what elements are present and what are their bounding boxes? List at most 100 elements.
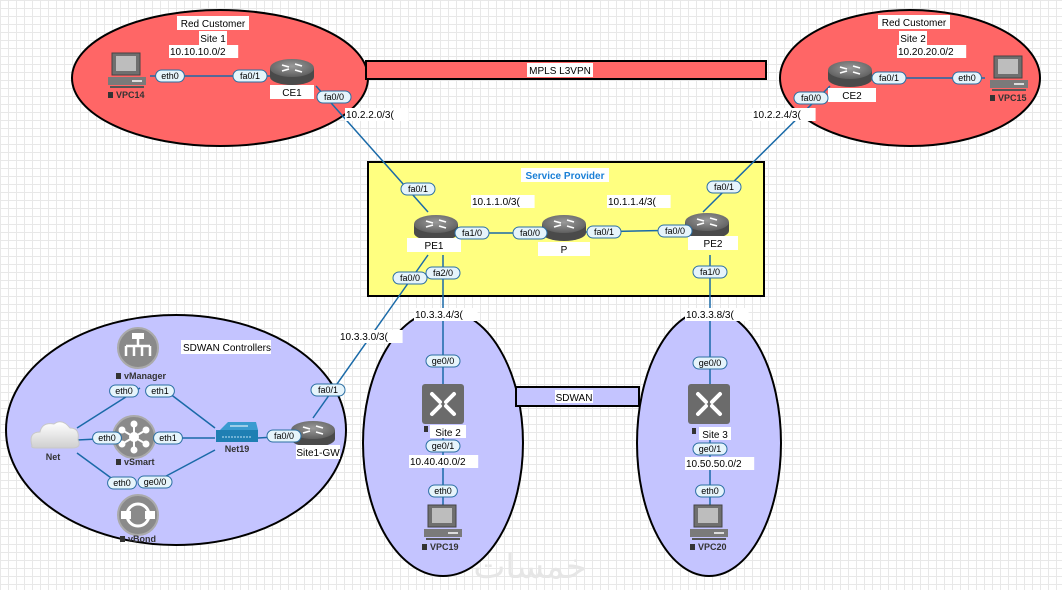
svg-text:eth1: eth1 (159, 433, 177, 443)
port-vsmart-eth1[interactable]: eth1 (153, 431, 183, 445)
port-vbond-ge00[interactable]: ge0/0 (137, 475, 173, 489)
site1gw-node[interactable]: Site1-GW (291, 421, 340, 459)
svg-text:fa0/0: fa0/0 (324, 92, 344, 102)
svg-text:fa2/0: fa2/0 (433, 268, 453, 278)
subnet-label: 10.3.3.8/3( (685, 308, 749, 321)
svg-text:fa0/0: fa0/0 (801, 93, 821, 103)
router-icon (828, 61, 872, 87)
vpc19-node[interactable]: VPC19 (422, 504, 462, 552)
svg-text:fa0/1: fa0/1 (408, 184, 428, 194)
svg-text:10.3.3.8/3(: 10.3.3.8/3( (686, 310, 734, 321)
vpc20-node[interactable]: VPC20 (690, 504, 728, 552)
port-site3-ge00[interactable]: ge0/0 (692, 356, 728, 370)
vedge-icon (422, 384, 464, 424)
port-p-fa00[interactable]: fa0/0 (512, 226, 548, 240)
site3-label: Site 3 (702, 430, 728, 441)
subnet-label: 10.2.2.4/3( (752, 108, 816, 121)
svg-text:10.10.10.0/2: 10.10.10.0/2 (170, 47, 226, 58)
pe2-node[interactable]: PE2 (685, 213, 738, 250)
ce2-node[interactable]: CE2 (828, 61, 876, 102)
vmanager-node[interactable]: vManager (116, 327, 167, 381)
svg-text:ge0/1: ge0/1 (432, 441, 455, 451)
port-ce2-fa00[interactable]: fa0/0 (793, 91, 829, 105)
svg-text:10.1.1.4/3(: 10.1.1.4/3( (608, 197, 656, 208)
vmanager-label: vManager (124, 371, 167, 381)
port-site2-ge00[interactable]: ge0/0 (425, 354, 461, 368)
link-vmanager-net19 (164, 389, 216, 429)
pc-icon (690, 504, 728, 540)
site2-node[interactable]: Site 2 (422, 384, 466, 439)
pe2-label: PE2 (704, 239, 723, 250)
port-pe1-fa01[interactable]: fa0/1 (400, 182, 436, 196)
svg-text:fa0/0: fa0/0 (400, 273, 420, 283)
mpls-banner-label: MPLS L3VPN (529, 66, 591, 77)
subnet-label: 10.10.10.0/2 (169, 45, 239, 58)
red-site2-subtitle: Site 2 (900, 34, 926, 45)
port-ce1-fa00[interactable]: fa0/0 (316, 90, 352, 104)
red-site2-title: Red Customer (882, 18, 947, 29)
port-site2-ge01[interactable]: ge0/1 (425, 439, 461, 453)
ce1-node[interactable]: CE1 (270, 59, 314, 99)
site3-node[interactable]: Site 3 (688, 384, 731, 441)
port-vpc19-eth0[interactable]: eth0 (428, 484, 458, 498)
net-node[interactable]: Net (30, 421, 80, 462)
svg-text:eth0: eth0 (115, 386, 133, 396)
net19-node[interactable]: Net19 (216, 422, 258, 454)
svg-text:10.50.50.0/2: 10.50.50.0/2 (686, 459, 742, 470)
port-site3-ge01[interactable]: ge0/1 (692, 442, 728, 456)
port-pe1-fa10[interactable]: fa1/0 (454, 226, 490, 240)
svg-text:10.2.2.4/3(: 10.2.2.4/3( (753, 110, 801, 121)
port-pe1-fa20[interactable]: fa2/0 (425, 266, 461, 280)
subnet-label: 10.1.1.4/3( (607, 195, 671, 208)
svg-text:fa0/1: fa0/1 (594, 227, 614, 237)
port-vmanager-eth1[interactable]: eth1 (145, 384, 175, 398)
port-vpc20-eth0[interactable]: eth0 (695, 484, 725, 498)
router-icon (542, 215, 586, 241)
port-vpc14-eth0[interactable]: eth0 (155, 69, 185, 83)
cloud-icon (30, 421, 80, 449)
vedge-icon (688, 384, 730, 424)
svg-text:eth0: eth0 (161, 71, 179, 81)
subnet-label: 10.3.3.4/3( (414, 308, 478, 321)
port-vsmart-eth0[interactable]: eth0 (92, 431, 122, 445)
net-label: Net (46, 452, 61, 462)
port-gw-fa00[interactable]: fa0/0 (266, 429, 302, 443)
vbond-label: vBond (128, 534, 156, 544)
svg-text:fa0/0: fa0/0 (520, 228, 540, 238)
svg-text:fa1/0: fa1/0 (700, 267, 720, 277)
svg-text:eth0: eth0 (434, 486, 452, 496)
port-pe2-fa10[interactable]: fa1/0 (692, 265, 728, 279)
port-p-fa01[interactable]: fa0/1 (586, 225, 622, 239)
port-pe2-fa00[interactable]: fa0/0 (657, 224, 693, 238)
svg-text:eth0: eth0 (113, 478, 131, 488)
vbond-icon (117, 494, 159, 536)
zone-sdwan-controllers (5, 314, 347, 546)
port-pe1-fa00[interactable]: fa0/0 (392, 271, 428, 285)
subnet-label: 10.3.3.0/3( (339, 330, 403, 343)
port-ce2-fa01[interactable]: fa0/1 (871, 71, 907, 85)
svg-text:fa0/1: fa0/1 (714, 182, 734, 192)
vmanager-icon (117, 327, 159, 369)
port-vbond-eth0[interactable]: eth0 (107, 476, 137, 490)
subnet-label: 10.2.2.0/3( (345, 108, 409, 121)
svg-text:ge0/0: ge0/0 (144, 477, 167, 487)
port-gw-fa01[interactable]: fa0/1 (310, 383, 346, 397)
sdwan-controllers-title: SDWAN Controllers (183, 343, 271, 354)
pe1-node[interactable]: PE1 (407, 215, 461, 252)
port-ce1-fa01[interactable]: fa0/1 (232, 69, 268, 83)
vbond-node[interactable]: vBond (117, 494, 159, 544)
site2-label: Site 2 (435, 428, 461, 439)
port-vmanager-eth0[interactable]: eth0 (109, 384, 139, 398)
vpc15-node[interactable]: VPC15 (990, 55, 1028, 103)
svg-text:10.2.2.0/3(: 10.2.2.0/3( (346, 110, 394, 121)
svg-text:fa0/0: fa0/0 (274, 431, 294, 441)
port-vpc15-eth0[interactable]: eth0 (952, 71, 982, 85)
port-pe2-fa01[interactable]: fa0/1 (706, 180, 742, 194)
p-node[interactable]: P (538, 215, 590, 256)
ce2-label: CE2 (842, 91, 862, 102)
watermark: خمسات (473, 547, 586, 587)
vpc14-node[interactable]: VPC14 (108, 52, 146, 100)
pc-icon (424, 504, 462, 540)
subnet-label: 10.1.1.0/3( (471, 195, 535, 208)
switch-icon (216, 422, 258, 442)
